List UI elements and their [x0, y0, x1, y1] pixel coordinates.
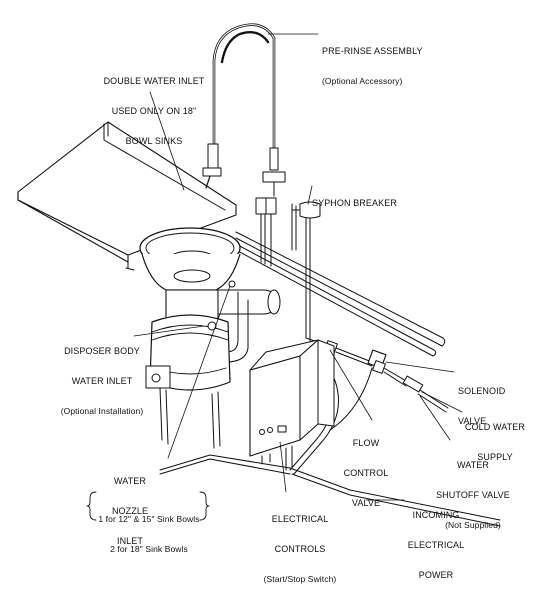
valve-assembly	[324, 340, 449, 413]
electrical-control-box	[249, 339, 335, 471]
label-electrical-controls: ELECTRICAL CONTROLS (Start/Stop Switch)	[252, 494, 348, 594]
label-incoming-electrical-power: INCOMING ELECTRICAL POWER	[404, 490, 468, 590]
note-brace-right	[199, 491, 210, 521]
leader-lines	[133, 33, 463, 501]
cold-water-line-2: SUPPLY	[477, 452, 513, 462]
nozzle-line-3: INLET	[116, 536, 143, 546]
note-brace-left	[86, 491, 97, 521]
double-inlet-line-1: DOUBLE WATER INLET	[103, 76, 205, 86]
disposer-inlet-note: (Optional Installation)	[60, 406, 144, 416]
pre-rinse-title: PRE-RINSE ASSEMBLY	[322, 46, 423, 56]
disposer-installation-diagram	[17, 23, 501, 527]
label-cold-water-supply: COLD WATER SUPPLY	[462, 402, 528, 472]
double-inlet-line-3: BOWL SINKS	[125, 136, 183, 146]
nozzle-line-1: WATER	[114, 476, 146, 486]
flow-control-line-1: FLOW	[352, 438, 380, 448]
sink-table	[17, 121, 237, 271]
syphon-breaker-title: SYPHON BREAKER	[312, 198, 397, 208]
label-disposer-body-water-inlet: DISPOSER BODY WATER INLET (Optional Inst…	[50, 326, 154, 426]
electrical-line-1: ELECTRICAL	[271, 514, 329, 524]
double-inlet-line-2: USED ONLY ON 18"	[111, 106, 197, 116]
shutoff-line-2: SHUTOFF VALVE	[436, 490, 510, 500]
support-rails	[235, 231, 446, 357]
electrical-note: (Start/Stop Switch)	[263, 574, 337, 584]
shutoff-line-1: WATER	[457, 460, 489, 470]
electrical-line-2: CONTROLS	[274, 544, 326, 554]
label-pre-rinse-assembly: PRE-RINSE ASSEMBLY (Optional Accessory)	[322, 26, 423, 96]
power-line-1: INCOMING	[412, 510, 460, 520]
label-water-shutoff-valve: WATER SHUTOFF VALVE (Not Supplied)	[428, 440, 518, 540]
power-line-3: POWER	[418, 570, 454, 580]
label-syphon-breaker: SYPHON BREAKER	[312, 178, 397, 218]
shutoff-note: (Not Supplied)	[445, 520, 501, 530]
nozzle-line-2: NOZZLE	[111, 506, 149, 516]
nozzle-note-2: 2 for 18" Sink Bowls	[110, 544, 188, 554]
label-nozzle-notes: 1 for 12" & 15" Sink Bowls 2 for 18" Sin…	[94, 494, 204, 564]
label-water-nozzle-inlet: WATER NOZZLE INLET	[100, 456, 160, 556]
disposer-inlet-line-2: WATER INLET	[71, 376, 133, 386]
flow-control-line-3: VALVE	[351, 498, 381, 508]
label-flow-control-valve: FLOW CONTROL VALVE	[340, 418, 392, 518]
pre-rinse-note: (Optional Accessory)	[322, 76, 403, 86]
label-double-water-inlet: DOUBLE WATER INLET USED ONLY ON 18" BOWL…	[90, 56, 218, 156]
solenoid-line-1: SOLENOID	[458, 386, 506, 396]
label-solenoid-valve: SOLENOID VALVE	[458, 366, 505, 436]
disposer-inlet-line-1: DISPOSER BODY	[64, 346, 140, 356]
disposer-unit	[139, 227, 281, 449]
cold-water-line-1: COLD WATER	[464, 422, 525, 432]
pre-rinse-assembly	[202, 23, 286, 267]
nozzle-note-1: 1 for 12" & 15" Sink Bowls	[98, 514, 200, 524]
flow-control-line-2: CONTROL	[343, 468, 389, 478]
solenoid-line-2: VALVE	[458, 416, 487, 426]
